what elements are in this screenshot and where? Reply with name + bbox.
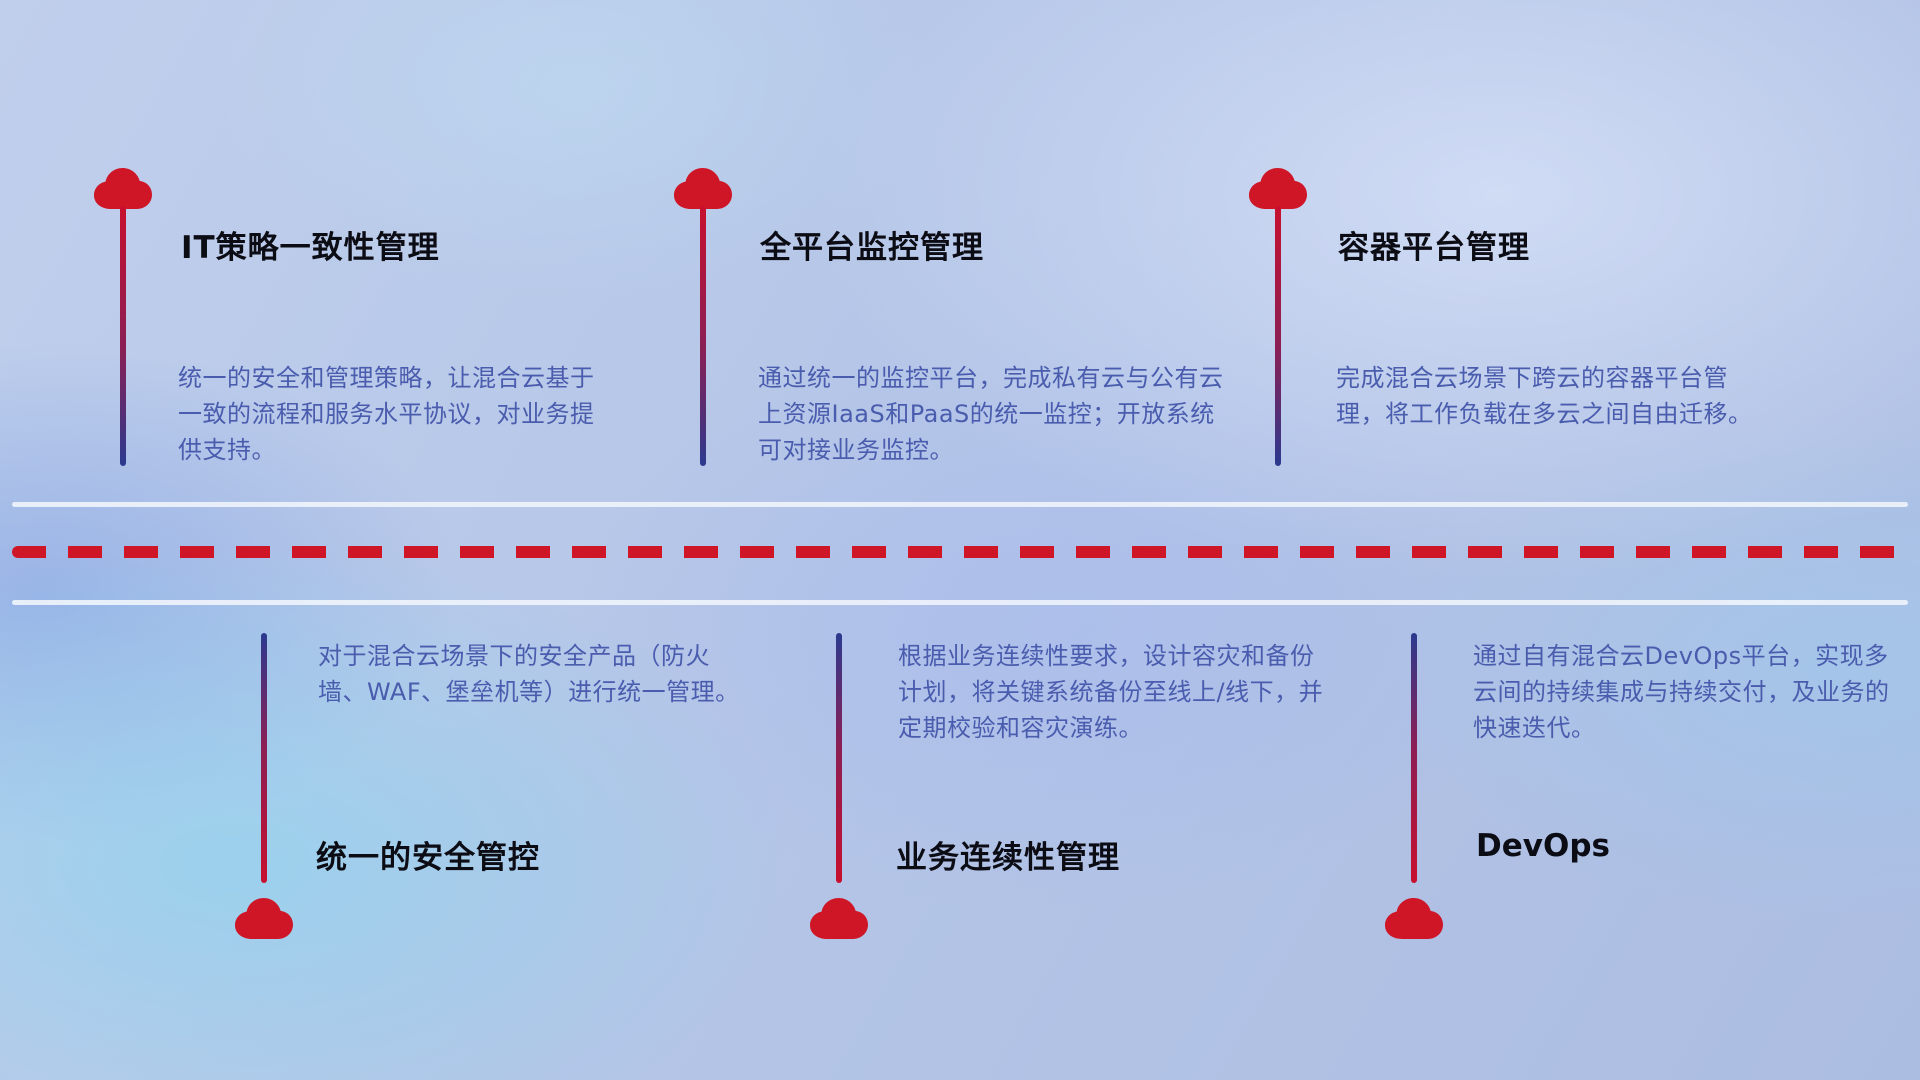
connector-line	[700, 206, 706, 466]
timeline-lower-line	[12, 600, 1908, 605]
item-description: 根据业务连续性要求，设计容灾和备份计划，将关键系统备份至线上/线下，并定期校验和…	[898, 642, 1324, 742]
item-description: 通过统一的监控平台，完成私有云与公有云上资源IaaS和PaaS的统一监控；开放系…	[758, 364, 1224, 464]
item-title: 容器平台管理	[1338, 230, 1530, 266]
cloud-icon	[94, 168, 152, 209]
item-description: 统一的安全和管理策略，让混合云基于一致的流程和服务水平协议，对业务提供支持。	[178, 364, 595, 464]
item-title: 全平台监控管理	[760, 230, 984, 266]
timeline-dashed-line	[12, 546, 1908, 558]
item-title: 统一的安全管控	[316, 840, 540, 876]
cloud-icon	[235, 898, 293, 939]
connector-line	[261, 633, 267, 883]
item-title: IT策略一致性管理	[181, 230, 440, 266]
cloud-icon	[674, 168, 732, 209]
item-title: 业务连续性管理	[896, 840, 1120, 876]
connector-line	[1275, 206, 1281, 466]
item-title: DevOps	[1476, 828, 1610, 864]
item-description: 完成混合云场景下跨云的容器平台管理，将工作负载在多云之间自由迁移。	[1336, 364, 1753, 428]
cloud-icon	[810, 898, 868, 939]
item-description: 对于混合云场景下的安全产品（防火墙、WAF、堡垒机等）进行统一管理。	[318, 642, 740, 706]
cloud-icon	[1385, 898, 1443, 939]
connector-line	[120, 206, 126, 466]
connector-line	[836, 633, 842, 883]
cloud-icon	[1249, 168, 1307, 209]
connector-line	[1411, 633, 1417, 883]
item-description: 通过自有混合云DevOps平台，实现多云间的持续集成与持续交付，及业务的快速迭代…	[1473, 642, 1890, 742]
timeline-upper-line	[12, 502, 1908, 507]
